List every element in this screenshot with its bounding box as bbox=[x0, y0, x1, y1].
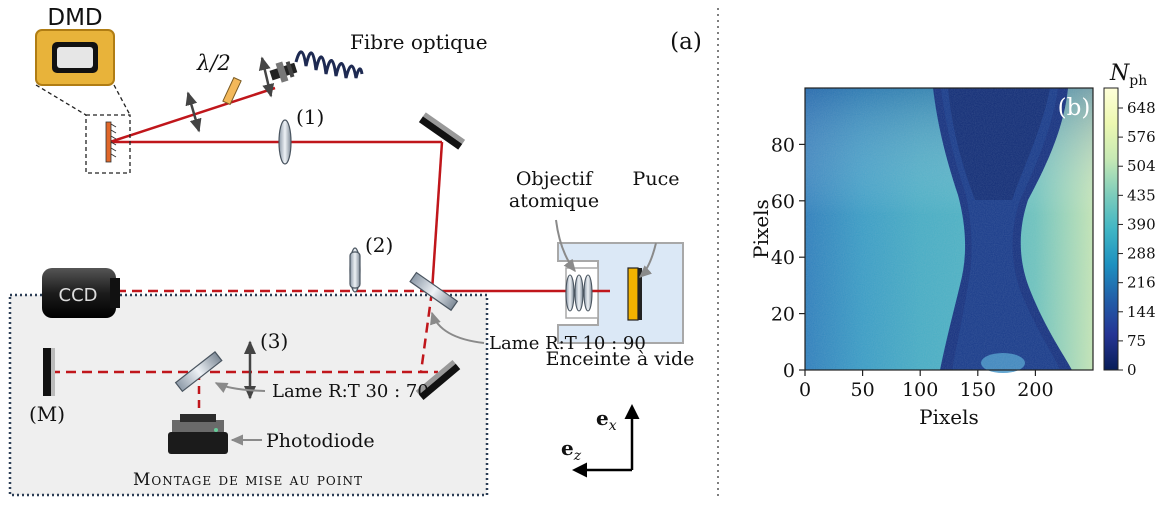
vacuum-label: Enceinte à vide bbox=[546, 348, 695, 370]
photodiode bbox=[168, 414, 228, 454]
axis-x-label: ex bbox=[596, 406, 617, 434]
mirror-m-label: (M) bbox=[29, 402, 65, 426]
dmd-label: DMD bbox=[47, 5, 102, 31]
colorbar-tick-label: 390 bbox=[1127, 215, 1156, 233]
lens-1 bbox=[278, 119, 292, 165]
y-tick-label: 0 bbox=[783, 360, 795, 382]
mirror-top bbox=[418, 112, 466, 150]
axes-indicator: ex ez bbox=[561, 404, 640, 478]
y-tick-label: 60 bbox=[771, 191, 795, 213]
colorbar-tick-label: 576 bbox=[1127, 128, 1156, 146]
photodiode-label: Photodiode bbox=[266, 430, 375, 452]
y-tick-label: 80 bbox=[771, 134, 795, 156]
x-tick-label: 200 bbox=[1017, 379, 1053, 401]
fibre-coupler bbox=[269, 61, 298, 83]
x-tick-label: 0 bbox=[799, 379, 811, 401]
panel-b-label: (b) bbox=[1058, 95, 1091, 121]
ccd-label: CCD bbox=[59, 285, 98, 306]
lens-3-label: (3) bbox=[260, 329, 288, 353]
heatmap bbox=[805, 88, 1093, 373]
y-axis: 0 20 40 60 80 bbox=[771, 134, 805, 382]
focus-setup-label: Montage de mise au point bbox=[133, 470, 363, 490]
half-wave-plate bbox=[222, 76, 242, 106]
colorbar-tick-label: 435 bbox=[1127, 186, 1156, 204]
colorbar-tick-label: 648 bbox=[1127, 99, 1156, 117]
fibre-coil bbox=[294, 50, 364, 79]
colorbar bbox=[1103, 87, 1119, 371]
lens-2-label: (2) bbox=[365, 233, 393, 257]
chip-label: Puce bbox=[633, 168, 680, 190]
panel-a: CCD DMD λ/2 Fibre optique (1) (2) (3) Ob… bbox=[8, 5, 702, 497]
mirror-m bbox=[43, 348, 51, 396]
x-tick-label: 100 bbox=[902, 379, 938, 401]
colorbar-tick-label: 144 bbox=[1127, 303, 1156, 321]
objective-label-1: Objectif bbox=[516, 168, 594, 190]
beamsplitter-3070 bbox=[174, 351, 223, 393]
y-tick-label: 40 bbox=[771, 247, 795, 269]
axis-z-label: ez bbox=[561, 436, 582, 464]
objective-label-2: atomique bbox=[509, 190, 599, 212]
y-axis-label: Pixels bbox=[749, 199, 773, 259]
panel-b: (b) 0 50 100 150 200 0 20 40 60 80 Pixels Pixels… bbox=[749, 61, 1156, 429]
x-tick-label: 150 bbox=[960, 379, 996, 401]
colorbar-tick-label: 0 bbox=[1127, 361, 1137, 379]
dmd-zoom-box bbox=[85, 114, 131, 174]
colorbar-ticks: 648 576 504 435 390 288 216 144 75 0 bbox=[1118, 99, 1156, 379]
x-tick-label: 50 bbox=[851, 379, 875, 401]
dmd-mirror bbox=[105, 121, 112, 163]
objective bbox=[565, 274, 593, 312]
y-tick-label: 20 bbox=[771, 304, 795, 326]
half-wave-label: λ/2 bbox=[196, 51, 231, 75]
mirror-bottom bbox=[415, 359, 461, 401]
lens-1-label: (1) bbox=[296, 105, 324, 129]
beamsplitter-1090 bbox=[409, 271, 459, 312]
colorbar-tick-label: 504 bbox=[1127, 157, 1156, 175]
colorbar-tick-label: 75 bbox=[1127, 332, 1146, 350]
colorbar-tick-label: 216 bbox=[1127, 274, 1156, 292]
panel-a-label: (a) bbox=[670, 29, 702, 55]
chip bbox=[627, 267, 639, 321]
fibre-label: Fibre optique bbox=[350, 30, 488, 54]
beamsplitter-3070-label: Lame R:T 30 : 70 bbox=[272, 381, 429, 402]
beamsplitter-1090-label: Lame R:T 10 : 90 bbox=[489, 333, 646, 354]
colorbar-title: Nph bbox=[1109, 61, 1147, 89]
ccd-camera bbox=[42, 268, 116, 318]
colorbar-tick-label: 288 bbox=[1127, 245, 1156, 263]
lens-2-body bbox=[349, 251, 361, 289]
x-axis-label: Pixels bbox=[919, 405, 979, 429]
x-axis: 0 50 100 150 200 bbox=[799, 370, 1054, 401]
